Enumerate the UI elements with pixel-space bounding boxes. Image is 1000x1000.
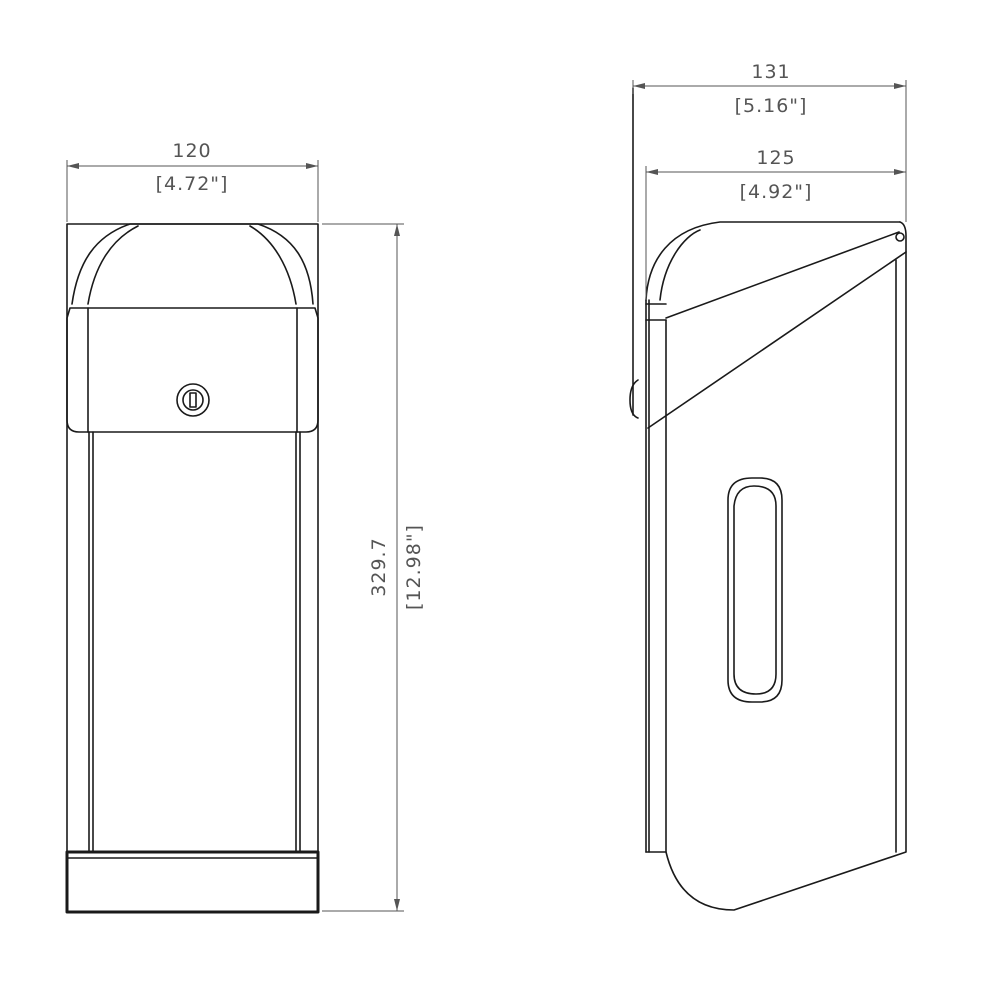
- front-cover-panel: [66, 307, 319, 433]
- side-dome: [645, 221, 901, 301]
- side-cover-upper: [665, 231, 900, 319]
- side-body-depth-dimension: 125 [4.92"]: [645, 147, 906, 300]
- front-back-plate: [66, 223, 319, 913]
- front-height-in: [12.98"]: [403, 524, 425, 610]
- front-height-dimension: 329.7 [12.98"]: [322, 223, 425, 912]
- front-view: [65, 223, 320, 914]
- side-dome-inner: [659, 229, 701, 301]
- side-wall-tab: [629, 379, 639, 419]
- side-overall-depth-mm: 131: [751, 61, 790, 83]
- side-cover-lower: [647, 251, 907, 429]
- front-bottom-tray: [65, 850, 320, 914]
- side-window-slot-inner: [733, 485, 777, 695]
- side-body-depth-in: [4.92"]: [740, 181, 813, 203]
- front-dome-inner: [87, 225, 297, 305]
- side-body-depth-mm: 125: [756, 147, 795, 169]
- side-hinge-icon: [895, 232, 905, 242]
- lock-outer-icon: [176, 383, 210, 417]
- front-width-in: [4.72"]: [156, 173, 229, 195]
- side-view: [629, 87, 907, 911]
- side-body-outline: [665, 221, 907, 911]
- side-window-slot: [727, 477, 783, 703]
- front-width-mm: 120: [172, 140, 211, 162]
- side-overall-depth-in: [5.16"]: [735, 95, 808, 117]
- lock-inner-icon: [182, 389, 204, 411]
- front-height-mm: 329.7: [368, 537, 390, 596]
- front-width-dimension: 120 [4.72"]: [66, 140, 319, 222]
- front-dome: [71, 223, 314, 305]
- side-overall-depth-dimension: 131 [5.16"]: [632, 61, 907, 222]
- lock-keyhole-icon: [189, 392, 197, 408]
